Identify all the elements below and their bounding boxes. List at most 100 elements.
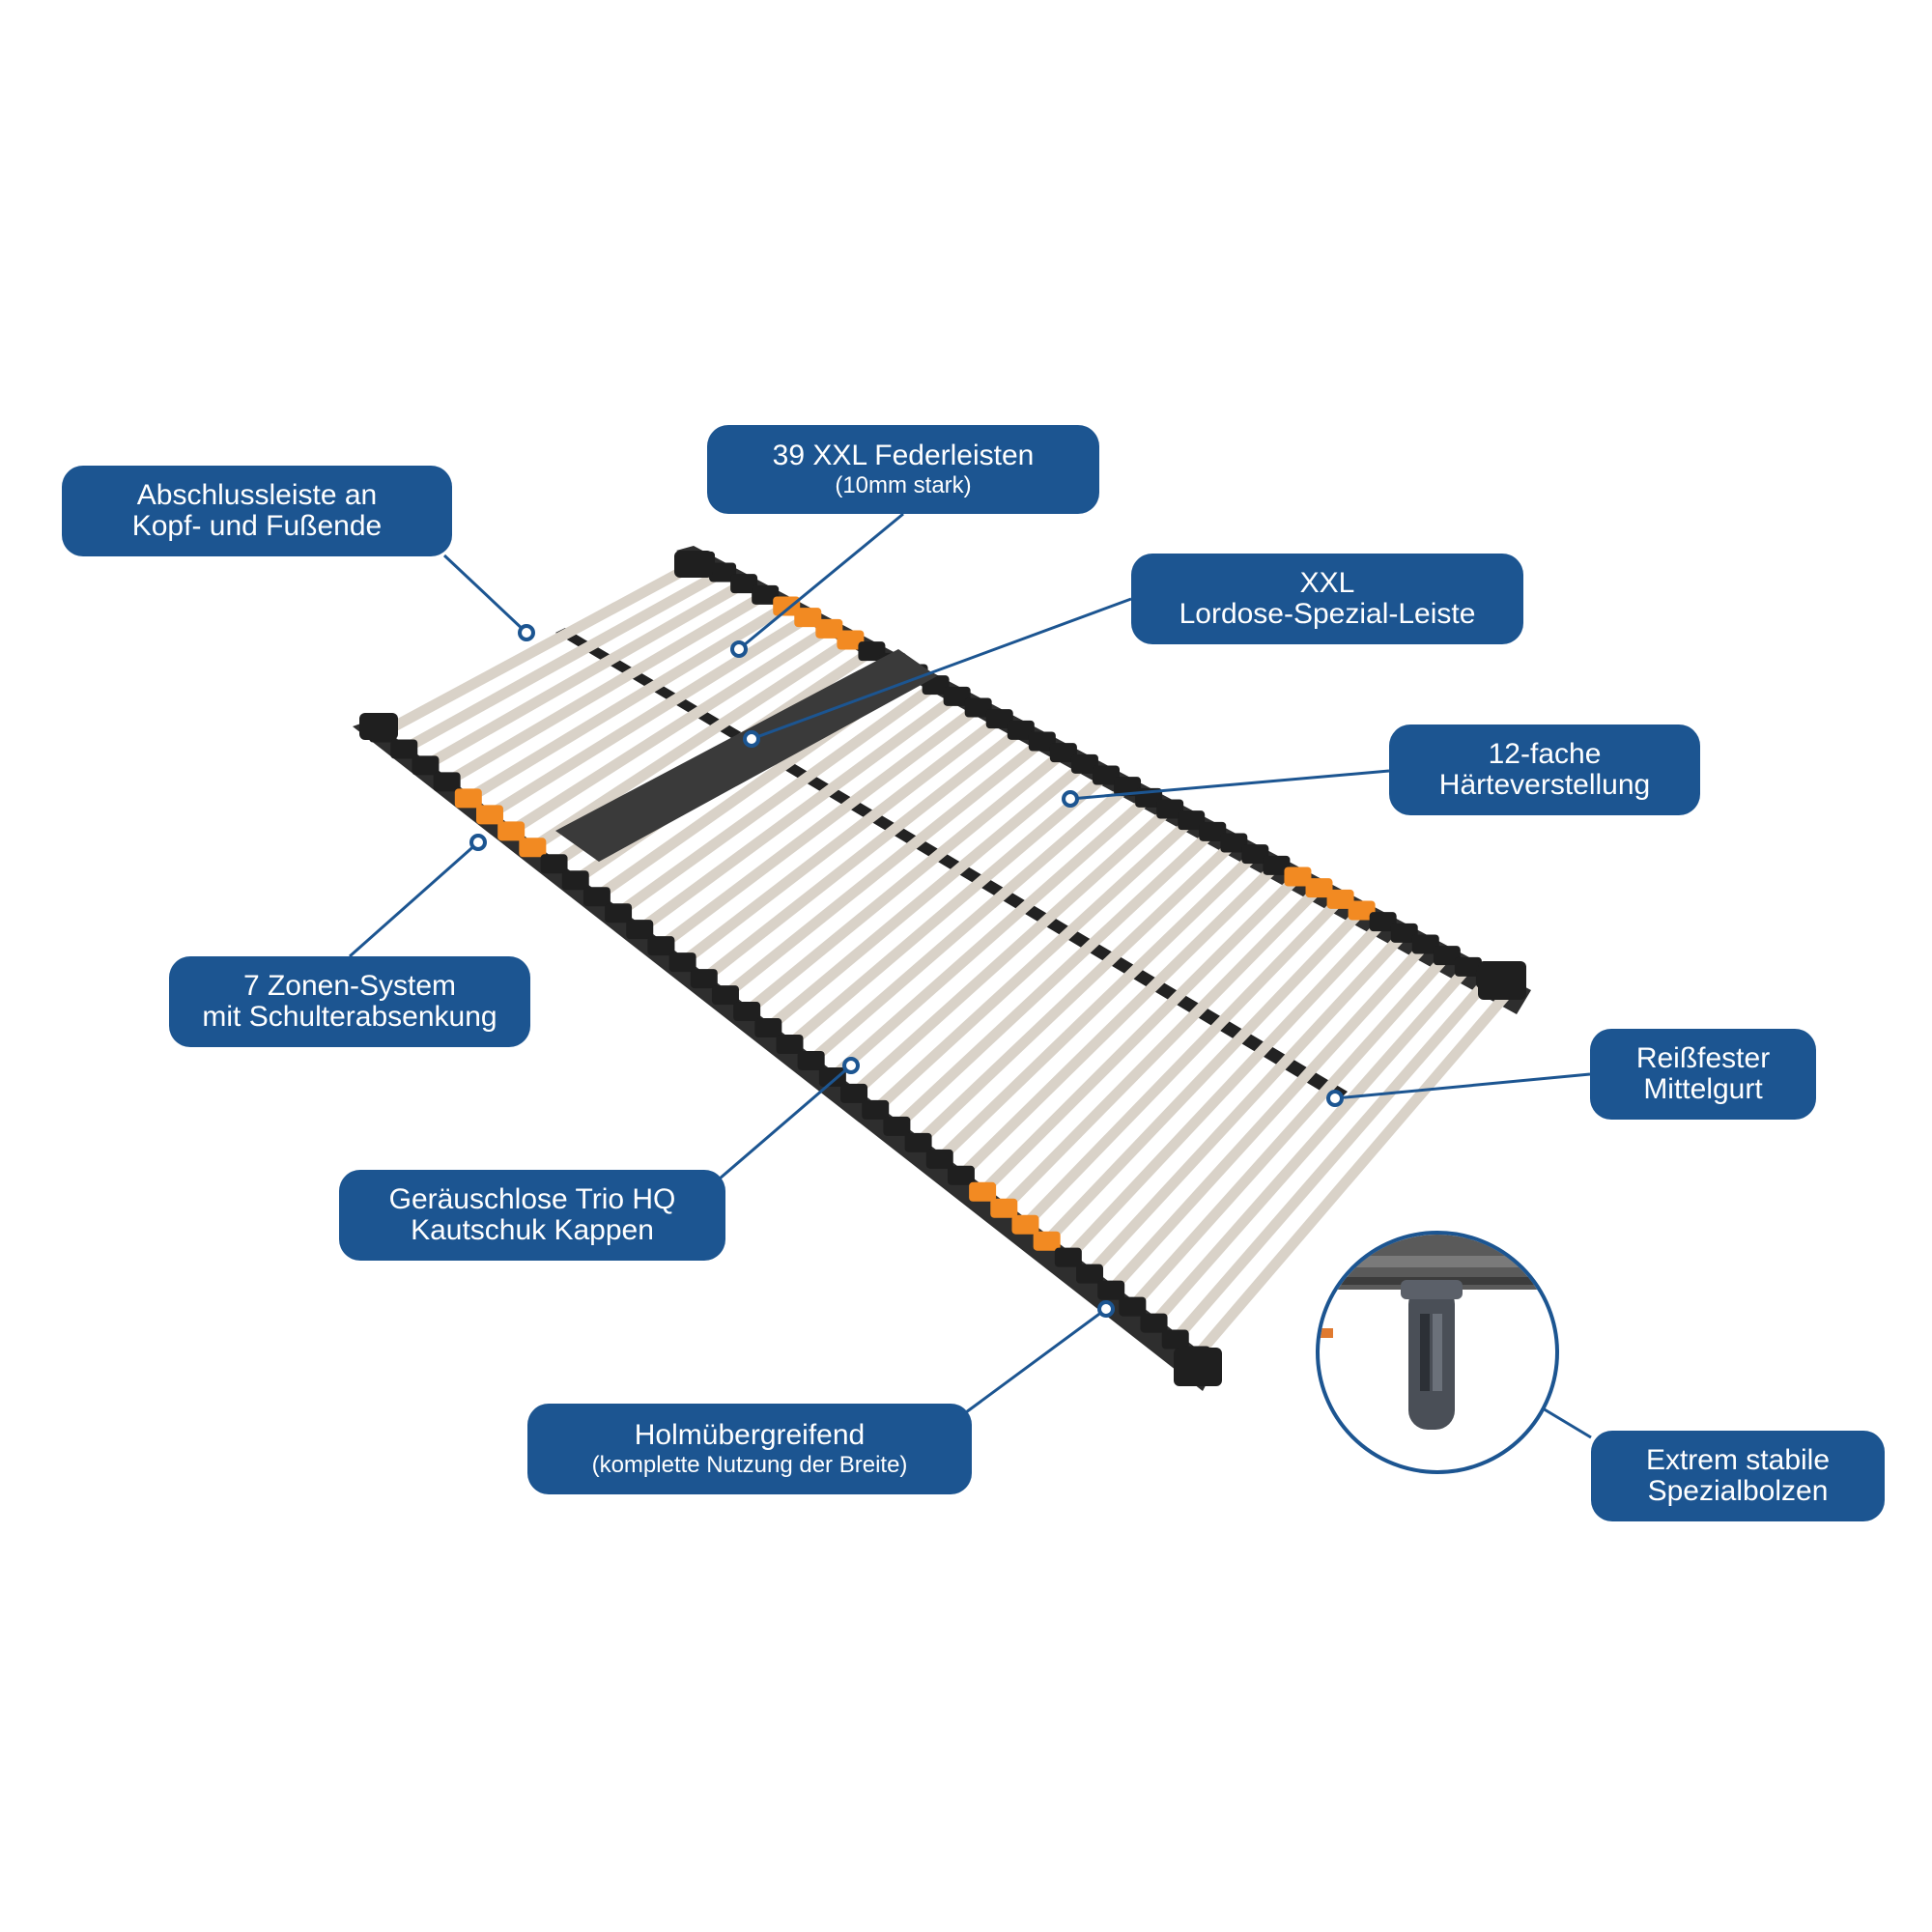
slat: [658, 703, 981, 951]
slat: [1000, 884, 1323, 1212]
slat: [401, 567, 725, 754]
slat: [529, 635, 854, 852]
slat-cap: [794, 608, 822, 628]
slat-cap: [730, 574, 758, 594]
slat-cap: [990, 1198, 1018, 1218]
slat-cap: [840, 1083, 868, 1103]
slat: [1128, 952, 1451, 1311]
slat-cap: [605, 903, 633, 923]
slat-cap: [390, 739, 418, 759]
slat: [1064, 918, 1387, 1262]
slat-cap: [1178, 810, 1206, 831]
slat: [1085, 929, 1408, 1278]
slat: [935, 850, 1260, 1163]
slat-cap: [626, 920, 654, 940]
leader-abschlussleiste: [442, 554, 528, 635]
end-cap-head-left: [359, 713, 398, 740]
callout-haerte: 12-fache Härteverstellung: [1389, 724, 1700, 815]
slat-cap: [1241, 844, 1269, 865]
slat: [764, 759, 1089, 1033]
slat: [1192, 985, 1516, 1360]
callout-bolzen: Extrem stabile Spezialbolzen: [1591, 1431, 1885, 1521]
leader-dot: [730, 640, 748, 658]
slat-cap: [815, 618, 843, 639]
slat-cap: [1326, 889, 1354, 909]
slat-cap: [1007, 720, 1035, 740]
slat: [1021, 895, 1345, 1229]
slat-cap: [1454, 956, 1482, 977]
slat-cap: [1114, 777, 1142, 797]
slat-cap: [985, 709, 1013, 729]
slat: [785, 771, 1110, 1049]
slat-cap: [947, 1165, 975, 1185]
slat: [700, 725, 1025, 983]
slat-cap: [797, 1050, 825, 1070]
slat-cap: [454, 788, 482, 809]
slat-cap: [1070, 753, 1098, 774]
slat-cap: [1054, 1247, 1082, 1267]
slat: [871, 816, 1195, 1114]
slat-cap: [862, 1099, 890, 1120]
slat-cap: [711, 985, 739, 1006]
slat: [636, 692, 960, 934]
leader-haerte: [1069, 769, 1390, 801]
slat-cap: [754, 1018, 782, 1038]
slat-cap: [1097, 1280, 1125, 1300]
callout-mittelgurt: Reißfester Mittelgurt: [1590, 1029, 1816, 1120]
slat-cap: [1140, 1313, 1168, 1333]
leader-dot: [1326, 1090, 1344, 1107]
slat: [1042, 906, 1366, 1245]
slat-cap: [773, 596, 801, 616]
slat-cap: [433, 772, 461, 792]
slat: [679, 714, 1004, 967]
slat-cap: [1348, 900, 1376, 921]
leader-holm: [965, 1307, 1107, 1414]
slat-cap: [1119, 1296, 1147, 1317]
slat: [722, 737, 1046, 1000]
leader-zonen: [349, 840, 479, 958]
slat-cap: [943, 686, 971, 706]
slat: [1150, 963, 1472, 1327]
slat-cap: [690, 969, 718, 989]
leader-kappen: [719, 1064, 852, 1180]
end-cap-head-right: [674, 551, 713, 578]
leader-dot: [469, 834, 487, 851]
lordosis-slat: [555, 649, 937, 862]
end-cap-foot-right: [1478, 961, 1526, 1000]
slat: [808, 782, 1131, 1065]
slat: [487, 612, 811, 820]
slat-cap: [883, 1116, 911, 1136]
slat-cap: [904, 1132, 932, 1152]
leader-federleisten: [738, 512, 904, 651]
slat: [443, 590, 768, 787]
slat-cap: [709, 562, 737, 582]
slat-cap: [969, 1181, 997, 1202]
slat-cap: [1033, 1231, 1061, 1251]
slat-cap: [733, 1002, 761, 1022]
callout-lordose: XXL Lordose-Spezial-Leiste: [1131, 554, 1523, 644]
slat-cap: [475, 805, 503, 825]
slat-cap: [1390, 923, 1418, 943]
slat-cap: [752, 584, 780, 605]
slat: [850, 805, 1174, 1098]
callout-kappen: Geräuschlose Trio HQ Kautschuk Kappen: [339, 1170, 725, 1261]
slat-cap: [1028, 731, 1056, 752]
slat-cap: [837, 630, 865, 650]
slat-cap: [1411, 934, 1439, 954]
slat-cap: [1156, 799, 1184, 819]
leader-lines: [349, 512, 1592, 1439]
slat: [422, 579, 747, 771]
slat: [829, 793, 1152, 1082]
slat-cap: [582, 887, 611, 907]
slat-cap: [818, 1066, 846, 1087]
slat: [957, 861, 1281, 1179]
slat-cap: [1011, 1214, 1039, 1235]
slat: [743, 748, 1067, 1016]
slat-cap: [1161, 1329, 1189, 1350]
slat: [1171, 974, 1494, 1344]
slat: [380, 555, 704, 738]
slat-cap: [1369, 912, 1397, 932]
slat: [508, 624, 833, 836]
slat-cap: [647, 936, 675, 956]
